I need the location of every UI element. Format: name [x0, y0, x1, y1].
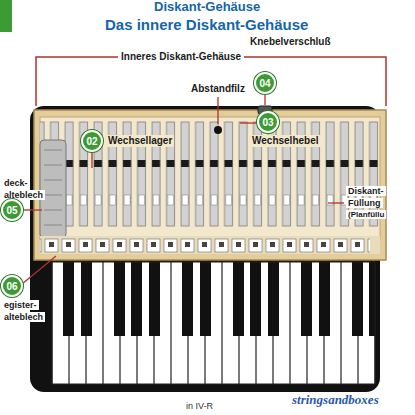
housing-bracket	[36, 57, 386, 106]
register-tabs	[40, 236, 370, 254]
leader-line	[22, 256, 56, 284]
leader-line	[23, 209, 42, 210]
spacer-felt	[214, 126, 222, 134]
leader-line	[264, 94, 265, 105]
part-label: Füllung	[346, 198, 383, 208]
part-label: (Planfüllu	[346, 210, 386, 219]
valve-levers	[40, 117, 380, 239]
part-label: Diskant-	[346, 186, 386, 196]
housing-tray	[40, 117, 380, 239]
leader-lines	[22, 94, 344, 284]
part-label: Inneres Diskant-Gehäuse	[119, 51, 243, 63]
part-label: Wechsellager	[106, 135, 174, 147]
corner-tab	[0, 0, 12, 32]
leader-line	[91, 152, 92, 168]
part-label: alteblech	[2, 312, 45, 322]
heading-fragment: Diskant-Gehäuse	[154, 0, 260, 15]
keyboard	[52, 262, 375, 384]
bracket-line	[36, 57, 118, 106]
cover-plate-roller	[40, 140, 66, 238]
callout-text: 05	[6, 205, 17, 216]
callout-number: 05	[1, 199, 23, 221]
bracket-line	[244, 57, 386, 106]
callout-number: 04	[254, 72, 276, 94]
footer-fragment: in IV-R	[186, 401, 213, 411]
callout-text: 03	[262, 117, 273, 128]
watermark: stringsandboxes	[292, 393, 379, 408]
inner-housing	[34, 110, 386, 260]
callout-number: 02	[81, 130, 103, 152]
part-label: deck-	[2, 178, 30, 188]
leader-line	[240, 122, 257, 123]
callout-number: 03	[257, 111, 279, 133]
part-label: Abstandfilz	[191, 83, 245, 95]
callout-text: 06	[6, 281, 17, 292]
roller-lines	[44, 150, 62, 225]
callout-number: 06	[1, 275, 23, 297]
accordion-body	[30, 106, 380, 392]
part-label: egister-	[2, 300, 39, 310]
part-label: Wechselhebel	[250, 135, 321, 147]
leader-line	[328, 202, 344, 203]
diagram-title: Das innere Diskant-Gehäuse	[105, 16, 308, 33]
callout-text: 02	[86, 136, 97, 147]
part-label: Knebelverschluß	[250, 36, 331, 48]
callout-text: 04	[259, 78, 270, 89]
leader-line	[217, 97, 218, 124]
register-plate	[40, 236, 380, 254]
